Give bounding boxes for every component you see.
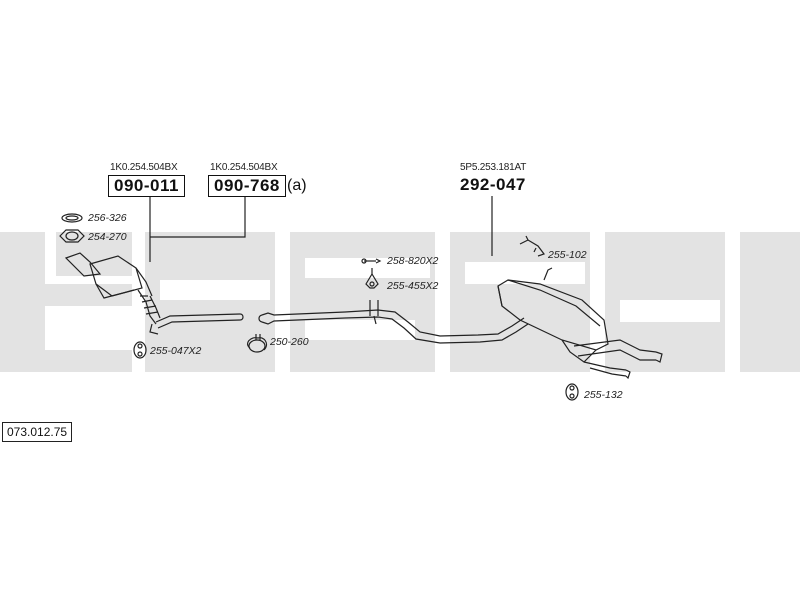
part-ref-292-047: 5P5.253.181AT bbox=[460, 162, 527, 173]
part-number-292-047[interactable]: 292-047 bbox=[460, 175, 526, 194]
gasket-ring-icon bbox=[61, 213, 83, 223]
label-256-326: 256-326 bbox=[88, 212, 127, 224]
label-255-047X2: 255-047X2 bbox=[150, 345, 202, 357]
leader-line-090-768 bbox=[150, 195, 246, 238]
label-255-132: 255-132 bbox=[584, 389, 623, 401]
clamp-icon bbox=[246, 334, 268, 353]
rubber-mount-icon-1 bbox=[133, 341, 147, 359]
diagram-id: 073.012.75 bbox=[2, 422, 73, 442]
part-number-090-768[interactable]: 090-768 bbox=[208, 175, 286, 197]
hanger-bracket-icon bbox=[365, 268, 379, 289]
label-254-270: 254-270 bbox=[88, 231, 127, 243]
hanger-icon bbox=[519, 235, 545, 257]
rubber-mount-icon-2 bbox=[565, 383, 579, 401]
front-pipe-icon bbox=[149, 313, 244, 335]
bolt-icon bbox=[361, 258, 382, 264]
middle-pipe-icon bbox=[258, 300, 529, 344]
part-ref-090-011: 1K0.254.504BX bbox=[110, 162, 178, 173]
rear-muffler-icon bbox=[497, 267, 663, 380]
label-250-260: 250-260 bbox=[270, 336, 309, 348]
label-255-455X2: 255-455X2 bbox=[387, 280, 439, 292]
label-258-820X2: 258-820X2 bbox=[387, 255, 439, 267]
part-suffix-090-768: (a) bbox=[287, 177, 307, 194]
catalytic-converter-icon bbox=[64, 252, 161, 325]
part-number-090-011[interactable]: 090-011 bbox=[108, 175, 185, 197]
label-255-102: 255-102 bbox=[548, 249, 587, 261]
part-ref-090-768: 1K0.254.504BX bbox=[210, 162, 278, 173]
flange-gasket-icon bbox=[59, 229, 85, 243]
